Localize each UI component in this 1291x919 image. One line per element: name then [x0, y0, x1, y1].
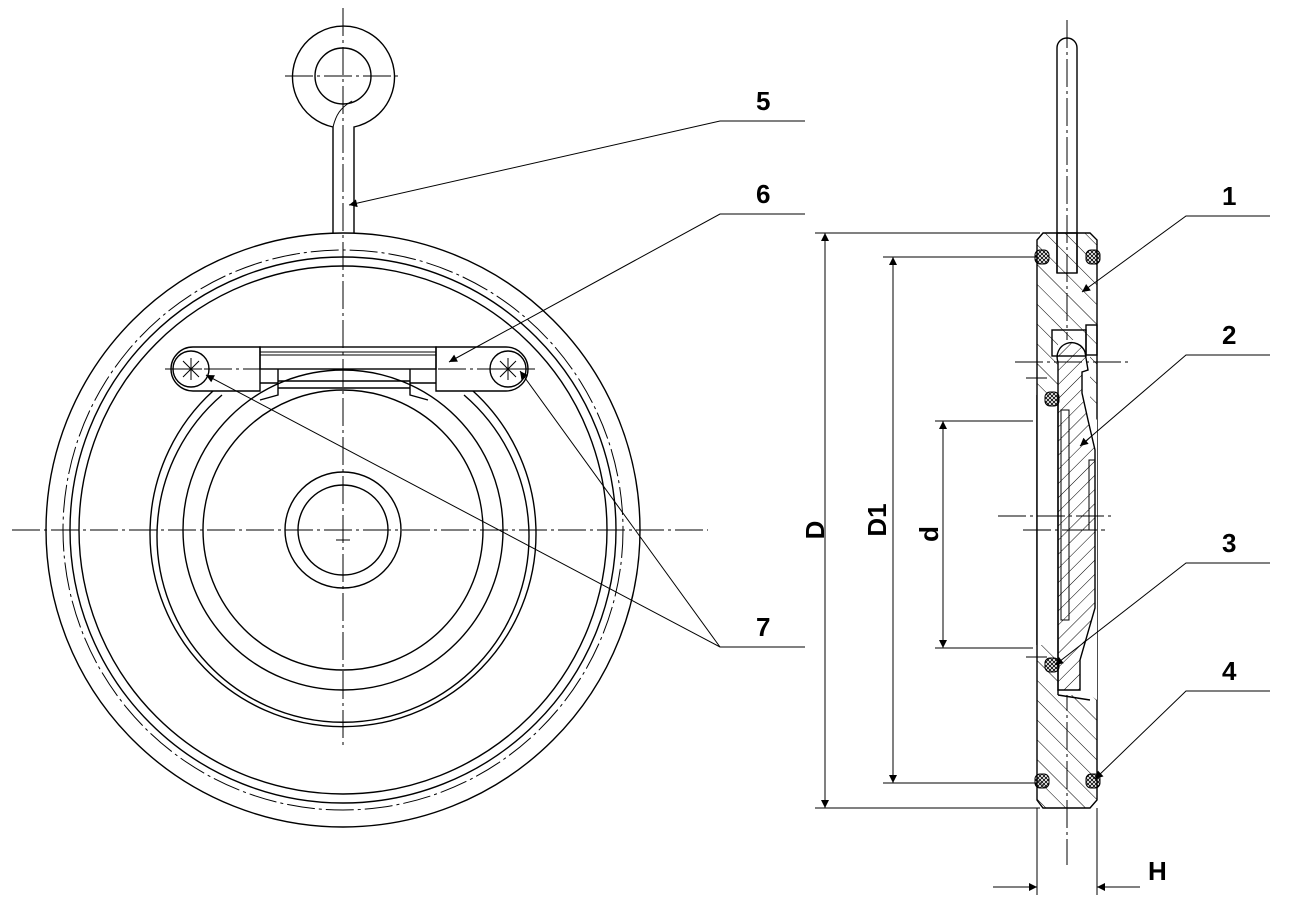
- dim-d: d: [914, 526, 944, 542]
- dim-D1: D1: [862, 503, 892, 536]
- hinge: [165, 346, 535, 401]
- part-label-1: 1: [1222, 181, 1236, 211]
- eye-bolt: [291, 25, 396, 233]
- part-label-5: 5: [756, 86, 770, 116]
- dimension-lines: D D1 d H: [800, 232, 1167, 895]
- part-label-6: 6: [756, 179, 770, 209]
- side-view: D D1 d H: [800, 20, 1167, 895]
- dim-D: D: [800, 521, 830, 540]
- part-label-4: 4: [1222, 656, 1237, 686]
- part-label-7: 7: [756, 612, 770, 642]
- part-callouts: 5 6 7 1 2 3 4: [205, 86, 1270, 780]
- dim-H: H: [1148, 856, 1167, 886]
- front-view: [12, 8, 708, 828]
- part-label-3: 3: [1222, 528, 1236, 558]
- part-label-2: 2: [1222, 320, 1236, 350]
